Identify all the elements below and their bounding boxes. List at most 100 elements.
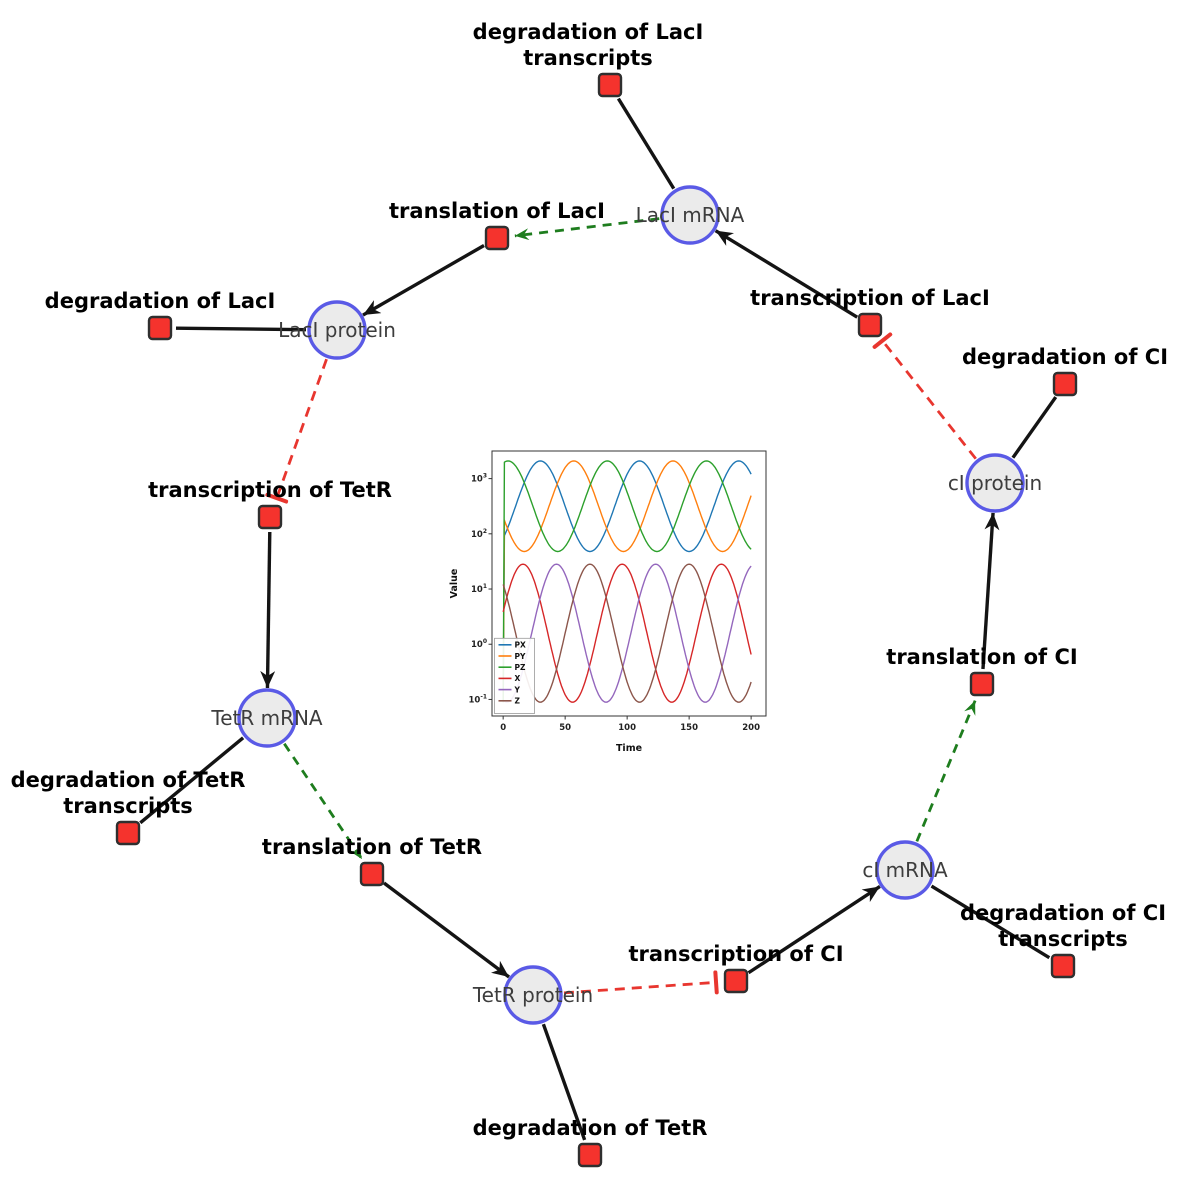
species-node-tetr-mrna[interactable]: TetR mRNA <box>210 688 323 748</box>
edge-production-translation-of-ci-to-ci-protein <box>981 512 1000 670</box>
x-tick-label-100: 100 <box>618 723 636 733</box>
edge-production-translation-of-tetr-to-tetr-protein <box>382 881 511 979</box>
species-circle-icon[interactable] <box>237 688 297 748</box>
reaction-node-degradation-of-laci[interactable]: degradation of LacI <box>45 289 276 341</box>
edges-layer <box>139 97 1058 1141</box>
legend-label-PX: PX <box>515 641 526 650</box>
species-node-ci-protein[interactable]: cI protein <box>948 453 1042 513</box>
species-label: TetR protein <box>472 983 593 1007</box>
series-line-PZ <box>502 460 752 703</box>
edge-modifier-laci-mrna-to-translation-of-laci <box>514 217 660 241</box>
reaction-node-translation-of-laci[interactable]: translation of LacI <box>389 199 605 251</box>
chart-x-axis-label: Time <box>616 743 642 754</box>
edge-production-transcription-of-tetr-to-tetr-mrna <box>260 531 276 689</box>
legend-label-PZ: PZ <box>515 663 526 672</box>
reaction-node-transcription-of-tetr[interactable]: transcription of TetR <box>148 478 392 530</box>
species-circle-icon[interactable] <box>307 300 367 360</box>
species-label: cI protein <box>948 471 1042 495</box>
y-tick-label-10e1: 101 <box>471 583 487 595</box>
species-label: LacI mRNA <box>636 203 745 227</box>
reaction-label: translation of LacI <box>389 199 605 223</box>
species-label: cI mRNA <box>862 858 948 882</box>
species-circle-icon[interactable] <box>965 453 1025 513</box>
reaction-label: transcription of TetR <box>148 478 392 502</box>
species-node-ci-mrna[interactable]: cI mRNA <box>862 840 948 900</box>
reaction-square-icon[interactable] <box>857 312 883 338</box>
series-line-Y <box>502 563 752 703</box>
axes-frame <box>491 450 767 717</box>
edge-production-transcription-of-ci-to-ci-mrna <box>747 885 881 975</box>
reaction-label: transcription of CI <box>628 942 843 966</box>
y-tick-label-10e2: 102 <box>471 528 487 540</box>
edge-consumption-laci-mrna-to-degradation-of-laci-transcripts <box>616 97 676 190</box>
legend-label-Y: Y <box>514 685 521 694</box>
reaction-node-degradation-of-tetr[interactable]: degradation of TetR <box>473 1116 708 1168</box>
edge-production-translation-of-laci-to-laci-protein <box>362 244 485 317</box>
reaction-node-transcription-of-ci[interactable]: transcription of CI <box>628 942 844 994</box>
reaction-square-icon[interactable] <box>257 504 283 530</box>
reaction-node-translation-of-tetr[interactable]: translation of TetR <box>262 835 482 887</box>
reaction-label: transcription of LacI <box>750 286 990 310</box>
edge-consumption-laci-protein-to-degradation-of-laci <box>175 326 307 332</box>
edge-modifier-tetr-mrna-to-translation-of-tetr <box>283 742 364 860</box>
reaction-square-icon[interactable] <box>723 968 749 994</box>
edge-inhibition-laci-protein-to-transcription-of-tetr <box>265 358 328 504</box>
chart-y-axis-label: Value <box>449 569 460 599</box>
species-label: LacI protein <box>278 318 396 342</box>
x-tick-label-200: 200 <box>742 723 760 733</box>
y-tick-label-10e3: 103 <box>471 473 487 485</box>
legend-label-PY: PY <box>515 652 526 661</box>
reaction-square-icon[interactable] <box>359 861 385 887</box>
reaction-label: degradation of CI <box>962 345 1168 369</box>
reaction-node-degradation-of-ci[interactable]: degradation of CI <box>962 345 1168 397</box>
edge-consumption-tetr-mrna-to-degradation-of-tetr-transcripts <box>139 736 245 825</box>
species-circle-icon[interactable] <box>660 185 720 245</box>
x-tick-label-150: 150 <box>680 723 698 733</box>
species-label: TetR mRNA <box>210 706 323 730</box>
edge-consumption-tetr-protein-to-degradation-of-tetr <box>541 1023 587 1141</box>
edge-consumption-ci-protein-to-degradation-of-ci <box>1011 396 1058 459</box>
reaction-square-icon[interactable] <box>1050 953 1076 979</box>
legend-label-X: X <box>515 674 521 683</box>
species-node-tetr-protein[interactable]: TetR protein <box>472 965 593 1025</box>
edge-production-transcription-of-laci-to-laci-mrna <box>714 229 859 319</box>
reaction-label: translation of CI <box>886 645 1077 669</box>
edge-inhibition-ci-protein-to-transcription-of-laci <box>872 332 977 460</box>
reaction-node-transcription-of-laci[interactable]: transcription of LacI <box>750 286 990 338</box>
series-line-Z <box>502 563 752 703</box>
y-tick-label-10e-1: 10-1 <box>468 693 487 705</box>
species-node-laci-protein[interactable]: LacI protein <box>278 300 396 360</box>
edge-consumption-ci-mrna-to-degradation-of-ci-transcripts <box>930 884 1051 960</box>
y-tick-label-10e0: 100 <box>471 638 487 650</box>
reaction-square-icon[interactable] <box>597 72 623 98</box>
reaction-square-icon[interactable] <box>1052 371 1078 397</box>
reaction-node-translation-of-ci[interactable]: translation of CI <box>886 645 1078 697</box>
reaction-square-icon[interactable] <box>484 225 510 251</box>
reaction-label: translation of TetR <box>262 835 482 859</box>
series-line-X <box>502 563 752 703</box>
x-tick-label-50: 50 <box>559 723 571 733</box>
reaction-square-icon[interactable] <box>577 1142 603 1168</box>
species-circle-icon[interactable] <box>875 840 935 900</box>
x-tick-label-0: 0 <box>500 723 506 733</box>
species-circle-icon[interactable] <box>503 965 563 1025</box>
species-node-laci-mrna[interactable]: LacI mRNA <box>636 185 745 245</box>
reaction-square-icon[interactable] <box>969 671 995 697</box>
reaction-label: degradation of TetR <box>473 1116 708 1140</box>
series-line-PY <box>502 460 752 703</box>
edge-inhibition-tetr-protein-to-transcription-of-ci <box>563 970 719 995</box>
reaction-square-icon[interactable] <box>115 820 141 846</box>
reaction-square-icon[interactable] <box>147 315 173 341</box>
